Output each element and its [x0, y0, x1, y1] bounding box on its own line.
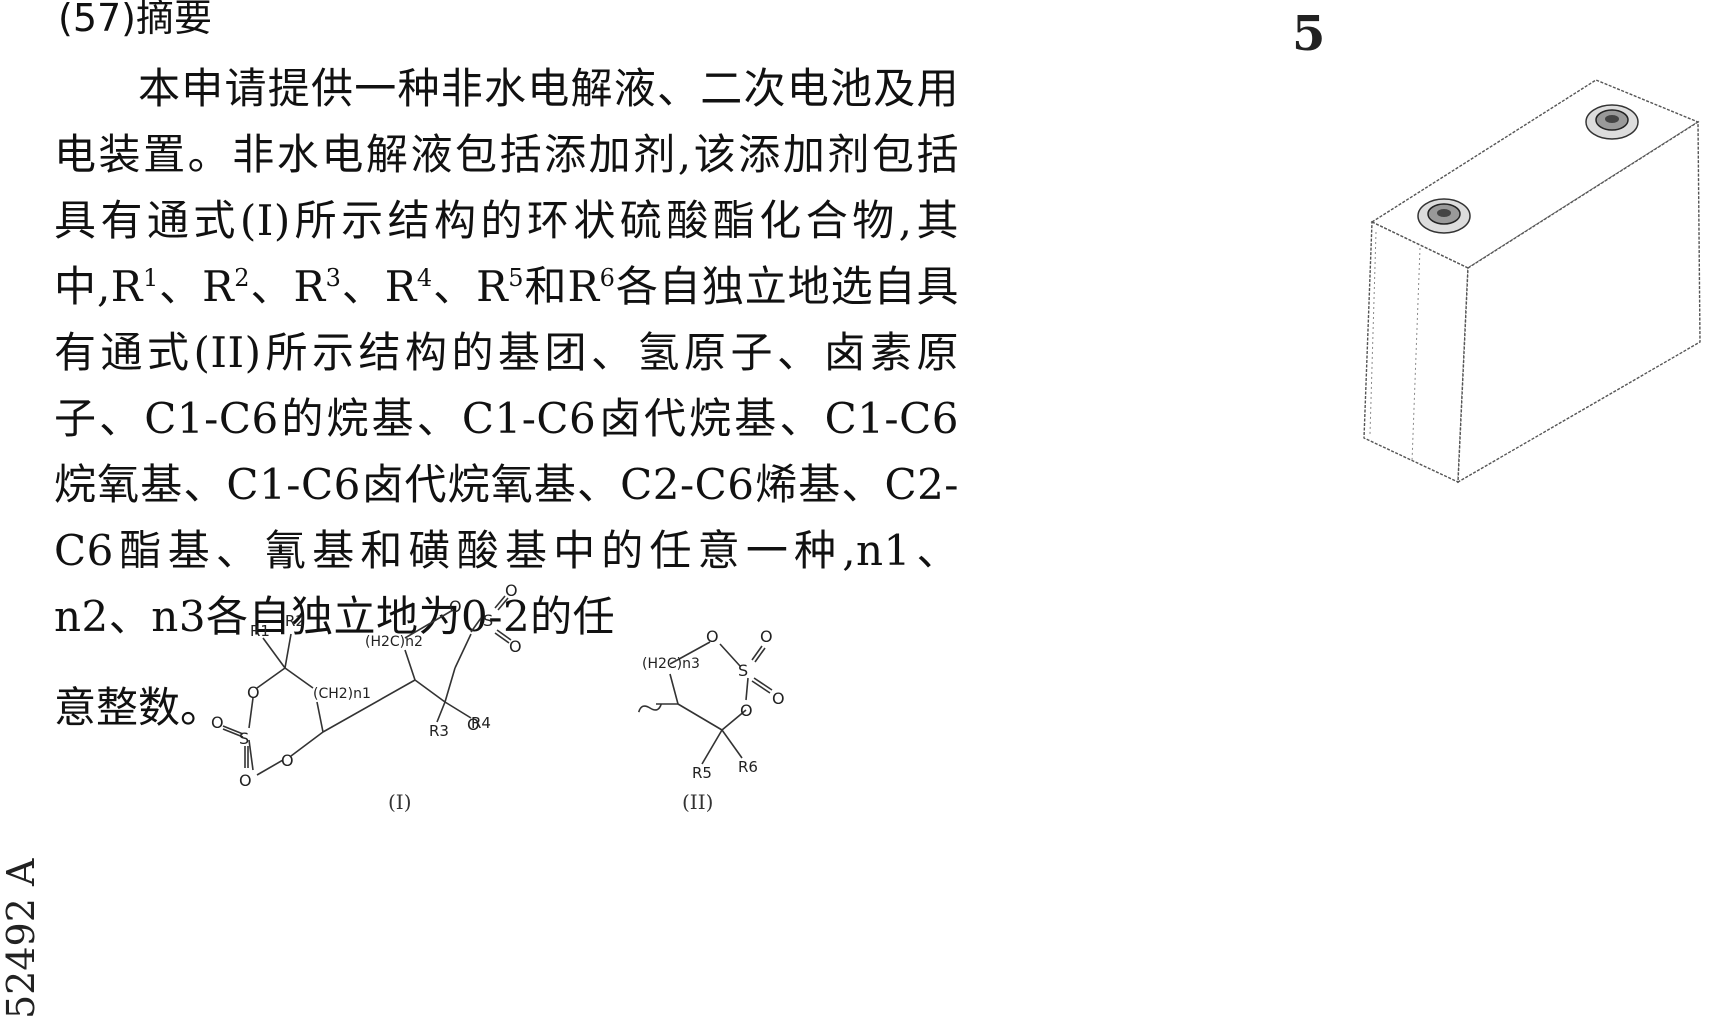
formula-i-h2c-n2: (H2C)n2 — [365, 634, 423, 650]
formula-ii-o-right: O — [740, 701, 753, 720]
superscript-6: 6 — [600, 264, 616, 292]
formula-i-ch2-n1: (CH2)n1 — [313, 686, 371, 702]
formula-i-o-s-right: O — [509, 637, 522, 656]
formula-i-o-top-right: O — [449, 597, 462, 616]
battery-front-face — [1364, 222, 1468, 482]
formula-ii-h2c-n3: (H2C)n3 — [642, 656, 700, 672]
formula-i-structure: R1 R2 O (CH2)n1 S O O O (H2C)n2 O S O O … — [205, 590, 545, 790]
figure-number: 5 — [1292, 6, 1325, 62]
abstract-separator: 、R — [341, 262, 417, 311]
abstract-heading: (57)摘要 — [58, 0, 212, 42]
formula-ii-o-s-right: O — [772, 689, 785, 708]
positive-terminal-icon — [1418, 199, 1470, 233]
formula-ii-o-top: O — [706, 627, 719, 646]
abstract-separator: 、R — [250, 262, 326, 311]
formula-ii-o-s-top: O — [760, 627, 773, 646]
formula-i-s-left: S — [239, 729, 249, 748]
formula-i-r3: R3 — [429, 722, 449, 740]
formula-ii-structure: (H2C)n3 O S O O O R5 R6 — [630, 618, 810, 788]
formula-i-o-left: O — [211, 713, 224, 732]
abstract-paragraph: 本申请提供一种非水电解液、二次电池及用电装置。非水电解液包括添加剂,该添加剂包括… — [54, 56, 959, 650]
formula-i-r2: R2 — [285, 612, 305, 630]
formula-i-o-bottom-left: O — [281, 751, 294, 770]
formula-ii-s: S — [738, 661, 748, 680]
superscript-1: 1 — [143, 264, 159, 292]
formula-i-s-right: S — [483, 611, 493, 630]
formula-ii-r6: R6 — [738, 758, 758, 776]
formula-ii-r5: R5 — [692, 764, 712, 782]
superscript-3: 3 — [326, 264, 342, 292]
superscript-4: 4 — [417, 264, 433, 292]
abstract-separator: 、R — [159, 262, 235, 311]
formula-i-r1: R1 — [250, 622, 270, 640]
formula-i-o-lower: O — [239, 771, 252, 790]
superscript-2: 2 — [234, 264, 250, 292]
abstract-tail: 意整数。 — [54, 675, 222, 741]
battery-cell-drawing — [1360, 72, 1710, 492]
formula-i-o-top-left: O — [247, 683, 260, 702]
negative-terminal-icon — [1586, 105, 1638, 139]
formula-i-label: (I) — [388, 790, 412, 814]
abstract-separator: 和R — [524, 262, 600, 311]
formula-i-o-s-top: O — [505, 581, 518, 600]
formula-ii-label: (II) — [682, 790, 713, 814]
superscript-5: 5 — [508, 264, 524, 292]
formula-i-r4: R4 — [471, 714, 491, 732]
side-publication-number: 52492 A — [2, 859, 40, 1019]
abstract-separator: 、R — [433, 262, 509, 311]
abstract-body: 本申请提供一种非水电解液、二次电池及用电装置。非水电解液包括添加剂,该添加剂包括… — [54, 56, 959, 650]
